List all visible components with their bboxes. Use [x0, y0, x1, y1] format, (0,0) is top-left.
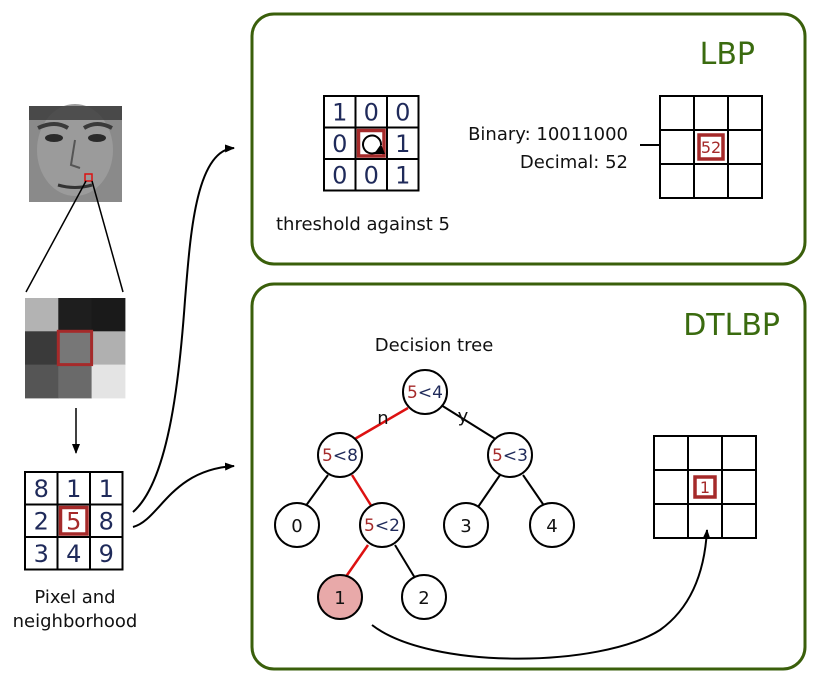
grid-digit: 9 [99, 540, 114, 568]
zoom-line-left [25, 180, 87, 293]
lbp-title: LBP [700, 37, 755, 72]
leaf-node-4: 4 [529, 502, 575, 548]
patch-cell [58, 298, 93, 332]
svg-text:2: 2 [418, 588, 429, 609]
grid-digit: 4 [66, 540, 81, 568]
leaf-node-3: 3 [443, 502, 489, 548]
dtlbp-panel [250, 282, 807, 671]
right-left-operand: 5 [492, 446, 503, 466]
svg-text:5<2: 5<2 [364, 516, 400, 536]
right-comparison: <3 [503, 446, 528, 466]
edge-left-right [350, 474, 374, 508]
grid-frame [659, 95, 763, 199]
svg-text:0: 0 [291, 516, 302, 537]
patch-cell [58, 364, 93, 399]
grid-digit: 1 [332, 98, 347, 126]
patch-cell [91, 364, 126, 399]
edge-to-leaf-1 [343, 544, 370, 579]
svg-text:5<3: 5<3 [492, 446, 528, 466]
lbp-result-grid: 52 [659, 95, 763, 199]
lr-comparison: <2 [375, 516, 400, 536]
zoomed-pixel-patch [25, 298, 126, 399]
caption-line-1: Pixel and [34, 587, 115, 608]
leaf-node-1: 1 [317, 574, 363, 620]
dtlbp-title: DTLBP [683, 308, 780, 343]
edge-to-leaf-2 [394, 544, 416, 579]
patch-cell [91, 331, 126, 366]
left-comparison: <8 [333, 446, 358, 466]
tree-node-left-right: 5<2 [359, 502, 405, 548]
dtlbp-result-grid: 1 [653, 435, 757, 539]
arrow-to-lbp [132, 144, 235, 513]
svg-text:4: 4 [546, 516, 557, 537]
patch-cell [91, 298, 126, 332]
face-pixel-marker [84, 173, 93, 182]
edge-root-right [440, 404, 498, 441]
dtlbp-result-arrow [371, 529, 711, 660]
grid-digit: 1 [395, 130, 410, 158]
edge-label-no: n [377, 408, 388, 429]
edge-label-yes: y [458, 406, 469, 427]
root-left-operand: 5 [407, 383, 418, 403]
patch-cell [25, 331, 59, 366]
edge-left-0 [304, 474, 329, 508]
grid-digit: 3 [34, 540, 49, 568]
tree-node-right: 5<3 [487, 432, 533, 478]
patch-cell [25, 364, 59, 399]
grid-frame [323, 95, 420, 192]
grid-digit: 8 [34, 475, 49, 503]
root-comparison: <4 [418, 383, 443, 403]
binary-text: Binary: 10011000 [468, 124, 628, 145]
grid-center-highlight [58, 505, 89, 536]
grid-digit: 0 [332, 130, 347, 158]
leaf-node-2: 2 [401, 574, 447, 620]
grid-digit: 0 [364, 161, 379, 189]
grid-frame [653, 435, 757, 539]
grid-center-highlight [356, 128, 386, 158]
grid-digit: 5 [66, 507, 81, 535]
threshold-caption: threshold against 5 [276, 214, 450, 235]
grid-digit: 8 [99, 507, 114, 535]
leaf-node-0: 0 [274, 502, 320, 548]
grid-digit: 1 [395, 161, 410, 189]
patch-cell [25, 298, 59, 332]
grid-digit: 2 [34, 507, 49, 535]
grid-digit: 1 [66, 475, 81, 503]
face-image [29, 104, 122, 202]
lr-left-operand: 5 [364, 516, 375, 536]
grid-digit: 0 [395, 98, 410, 126]
grid-center-value: 52 [701, 138, 721, 157]
tree-node-root: 5<4 [402, 369, 448, 415]
grid-frame [24, 471, 124, 571]
zoom-line-right [91, 180, 124, 293]
tree-node-left: 5<8 [317, 432, 363, 478]
grid-center-highlight [697, 133, 725, 161]
patch-cell [58, 331, 93, 366]
grid-digit: 1 [99, 475, 114, 503]
grid-digit: 0 [364, 98, 379, 126]
svg-text:1: 1 [334, 588, 345, 609]
tree-caption: Decision tree [375, 335, 494, 356]
grid-digit: 0 [332, 161, 347, 189]
lbp-panel [250, 12, 807, 266]
grid-center-value: 1 [700, 478, 710, 497]
edge-right-4 [522, 474, 546, 508]
edge-right-3 [477, 474, 501, 508]
rotate-icon-arrowhead [374, 144, 385, 154]
arrow-to-dtlbp [132, 462, 235, 528]
grid-center-highlight [693, 475, 717, 499]
svg-text:3: 3 [460, 516, 471, 537]
left-left-operand: 5 [322, 446, 333, 466]
decimal-text: Decimal: 52 [520, 152, 628, 173]
svg-text:5<4: 5<4 [407, 383, 443, 403]
edge-root-left [352, 406, 409, 442]
svg-text:5<8: 5<8 [322, 446, 358, 466]
rotate-icon [362, 134, 383, 155]
patch-center-highlight [56, 329, 94, 367]
caption-line-2: neighborhood [13, 611, 138, 632]
